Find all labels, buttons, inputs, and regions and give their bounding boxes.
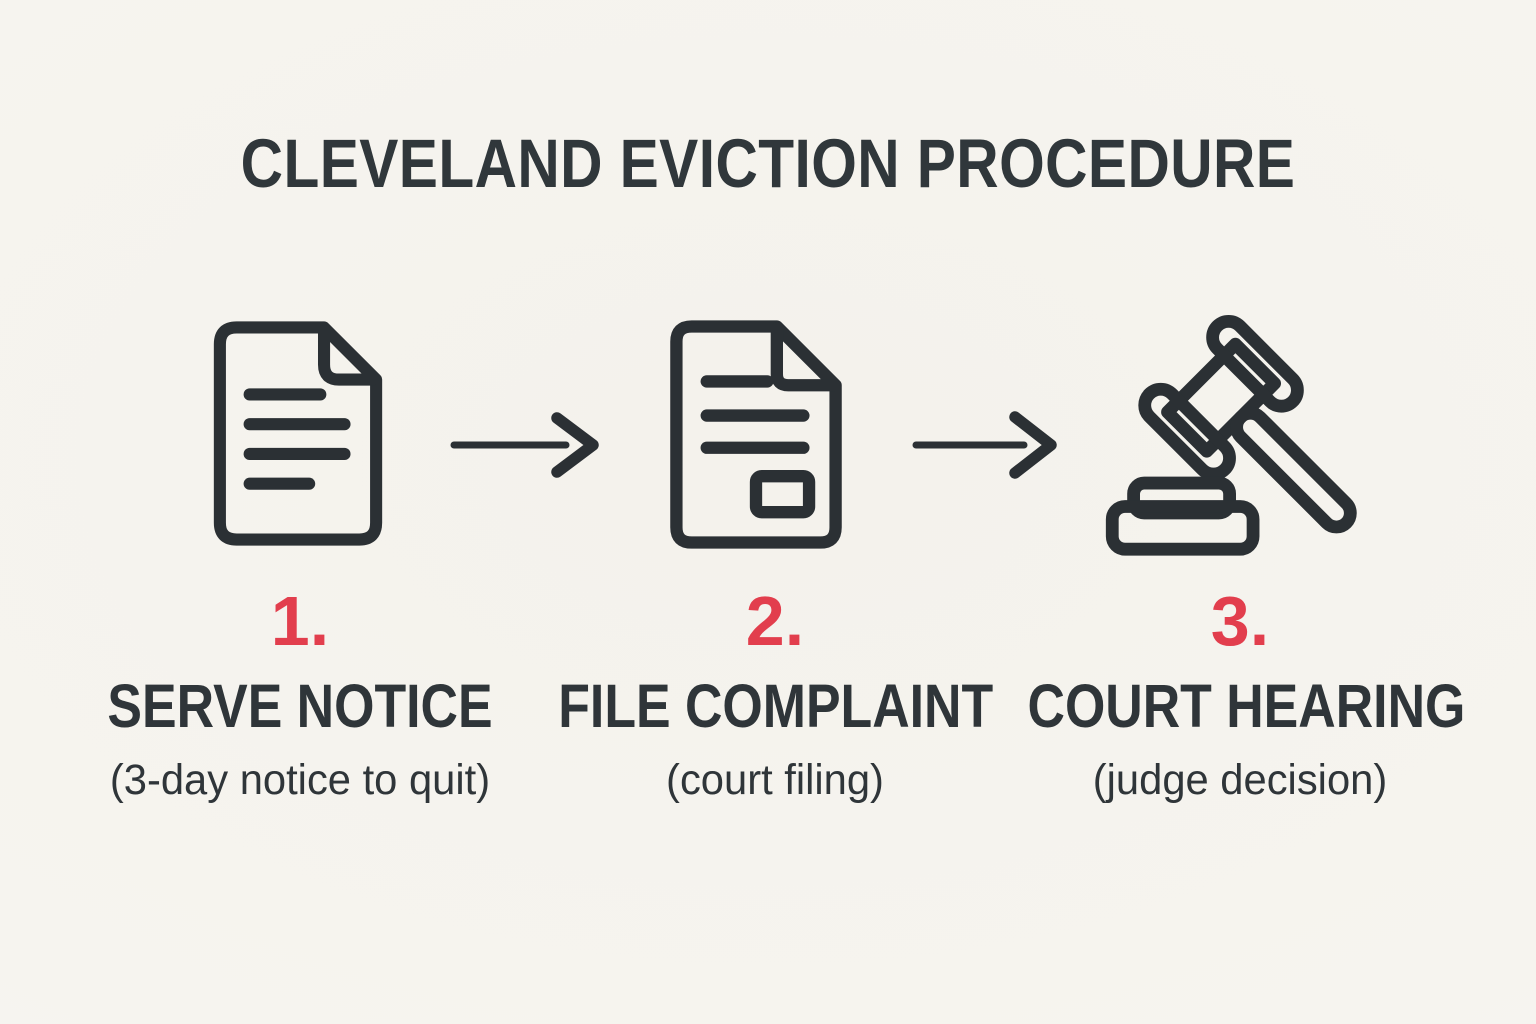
step-1-number: 1. [270, 582, 330, 660]
step-2-number: 2. [745, 582, 805, 660]
step-2-label: FILE COMPLAINT [558, 672, 994, 740]
step-3-label: COURT HEARING [1027, 672, 1466, 740]
notice-document-icon [213, 321, 383, 546]
step-2: 2. FILE COMPLAINT (court filing) [520, 586, 1030, 802]
step-1-label: SERVE NOTICE [107, 672, 493, 740]
gavel-icon [1105, 314, 1357, 556]
step-3-sublabel: (judge decision) [1092, 756, 1388, 804]
arrow-right-icon [450, 412, 599, 478]
step-1-sublabel: (3-day notice to quit) [109, 756, 491, 804]
step-1: 1. SERVE NOTICE (3-day notice to quit) [40, 586, 560, 802]
arrow-right-icon [912, 411, 1057, 479]
step-2-sublabel: (court filing) [666, 756, 884, 804]
complaint-document-icon [670, 320, 842, 549]
page-title: CLEVELAND EVICTION PROCEDURE [240, 125, 1296, 202]
step-3: 3. COURT HEARING (judge decision) [990, 586, 1490, 802]
step-3-number: 3. [1210, 582, 1270, 660]
